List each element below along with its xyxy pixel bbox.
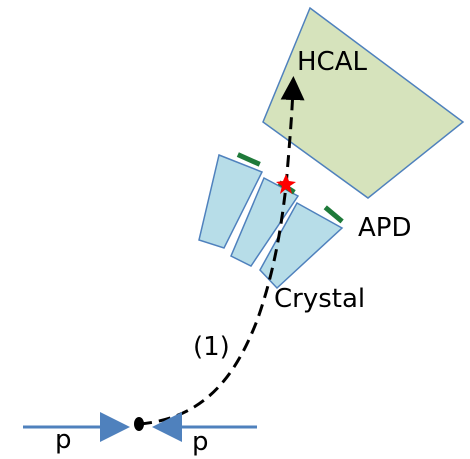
particle-track: [139, 76, 305, 426]
hcal-block: [262, 6, 465, 199]
track-label: (1): [193, 332, 230, 362]
proton-right-label: p: [192, 427, 209, 457]
crystal-3: [259, 201, 344, 290]
energy-deposit-star: [276, 174, 296, 194]
hcal-label: HCAL: [297, 47, 367, 77]
crystal-1: [198, 153, 264, 249]
proton-left-label: p: [55, 425, 72, 455]
apd-3: [323, 205, 344, 224]
crystal-label: Crystal: [274, 284, 365, 314]
collision-point: [134, 417, 144, 431]
apd-1: [236, 152, 261, 167]
apd-label: APD: [358, 213, 412, 243]
